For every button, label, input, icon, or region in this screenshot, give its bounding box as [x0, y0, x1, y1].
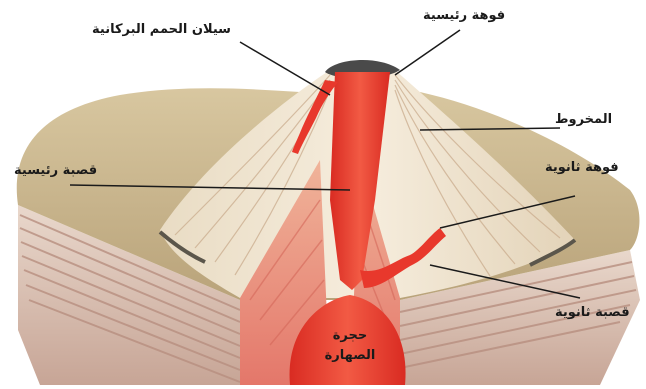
- label-secondary-conduit: قصبة ثانوية: [555, 305, 630, 320]
- label-magma-chamber-line1: حجرة: [318, 326, 382, 346]
- label-lava-flow: سيلان الحمم البركانية: [92, 22, 231, 37]
- label-secondary-crater: فوهة ثانوية: [545, 160, 619, 175]
- label-magma-chamber-line2: الصهارة: [318, 346, 382, 366]
- leader-main-crater: [395, 30, 460, 75]
- label-magma-chamber: حجرة الصهارة: [318, 326, 382, 366]
- label-main-crater: فوهة رئيسية: [423, 8, 505, 23]
- leader-lava-flow: [240, 42, 330, 95]
- label-main-conduit: قصبة رئيسية: [14, 163, 97, 178]
- label-cone: المخروط: [555, 112, 612, 127]
